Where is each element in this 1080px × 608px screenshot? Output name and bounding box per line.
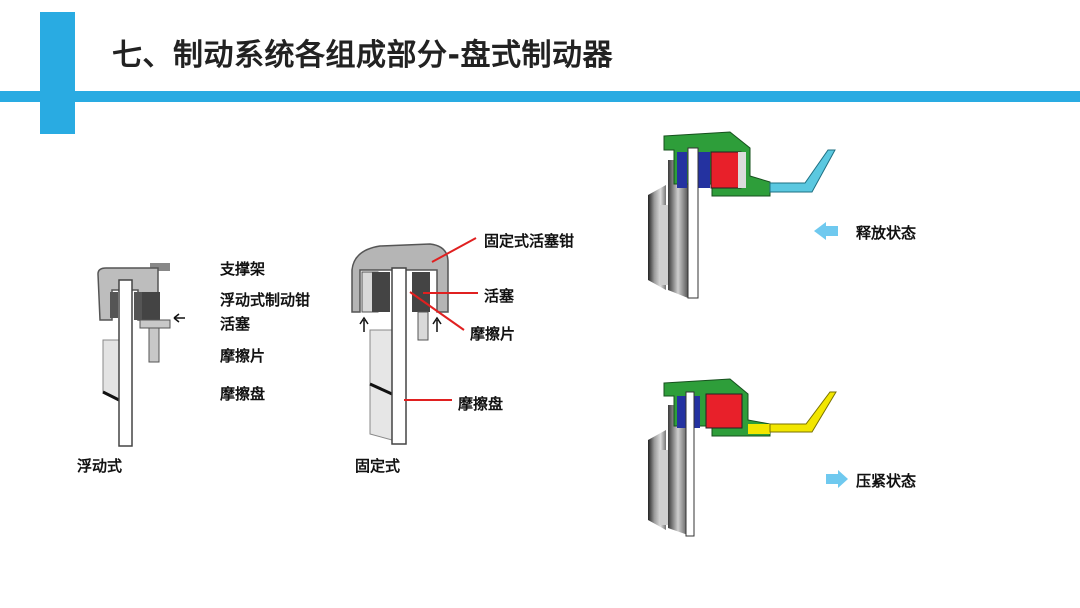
press-state-diagram [648,378,837,537]
label-floating-disc: 摩擦盘 [220,385,266,403]
title-underline-bar [0,91,1080,102]
page-title: 七、制动系统各组成部分-盘式制动器 [112,38,613,73]
label-floating-pad: 摩擦片 [220,347,266,365]
label-fixed-disc: 摩擦盘 [458,395,504,413]
label-fixed-piston: 活塞 [484,287,515,305]
label-floating-caliper: 浮动式制动钳 [220,291,311,309]
press-arrow-icon [826,470,848,488]
release-state-diagram [648,131,836,299]
fixed-caliper-diagram [351,243,449,445]
label-fixed-caliper: 固定式活塞钳 [484,232,575,250]
label-release-state: 释放状态 [856,224,917,242]
caption-fixed: 固定式 [355,457,401,475]
title-accent-block [40,12,75,134]
caption-floating: 浮动式 [77,457,123,475]
release-arrow-icon [814,222,838,240]
label-floating-piston: 活塞 [220,315,251,333]
label-fixed-pad: 摩擦片 [470,325,516,343]
fixed-leader-lines [404,237,478,401]
label-press-state: 压紧状态 [856,472,917,490]
floating-caliper-diagram [97,263,185,447]
label-support-bracket: 支撑架 [220,260,266,278]
